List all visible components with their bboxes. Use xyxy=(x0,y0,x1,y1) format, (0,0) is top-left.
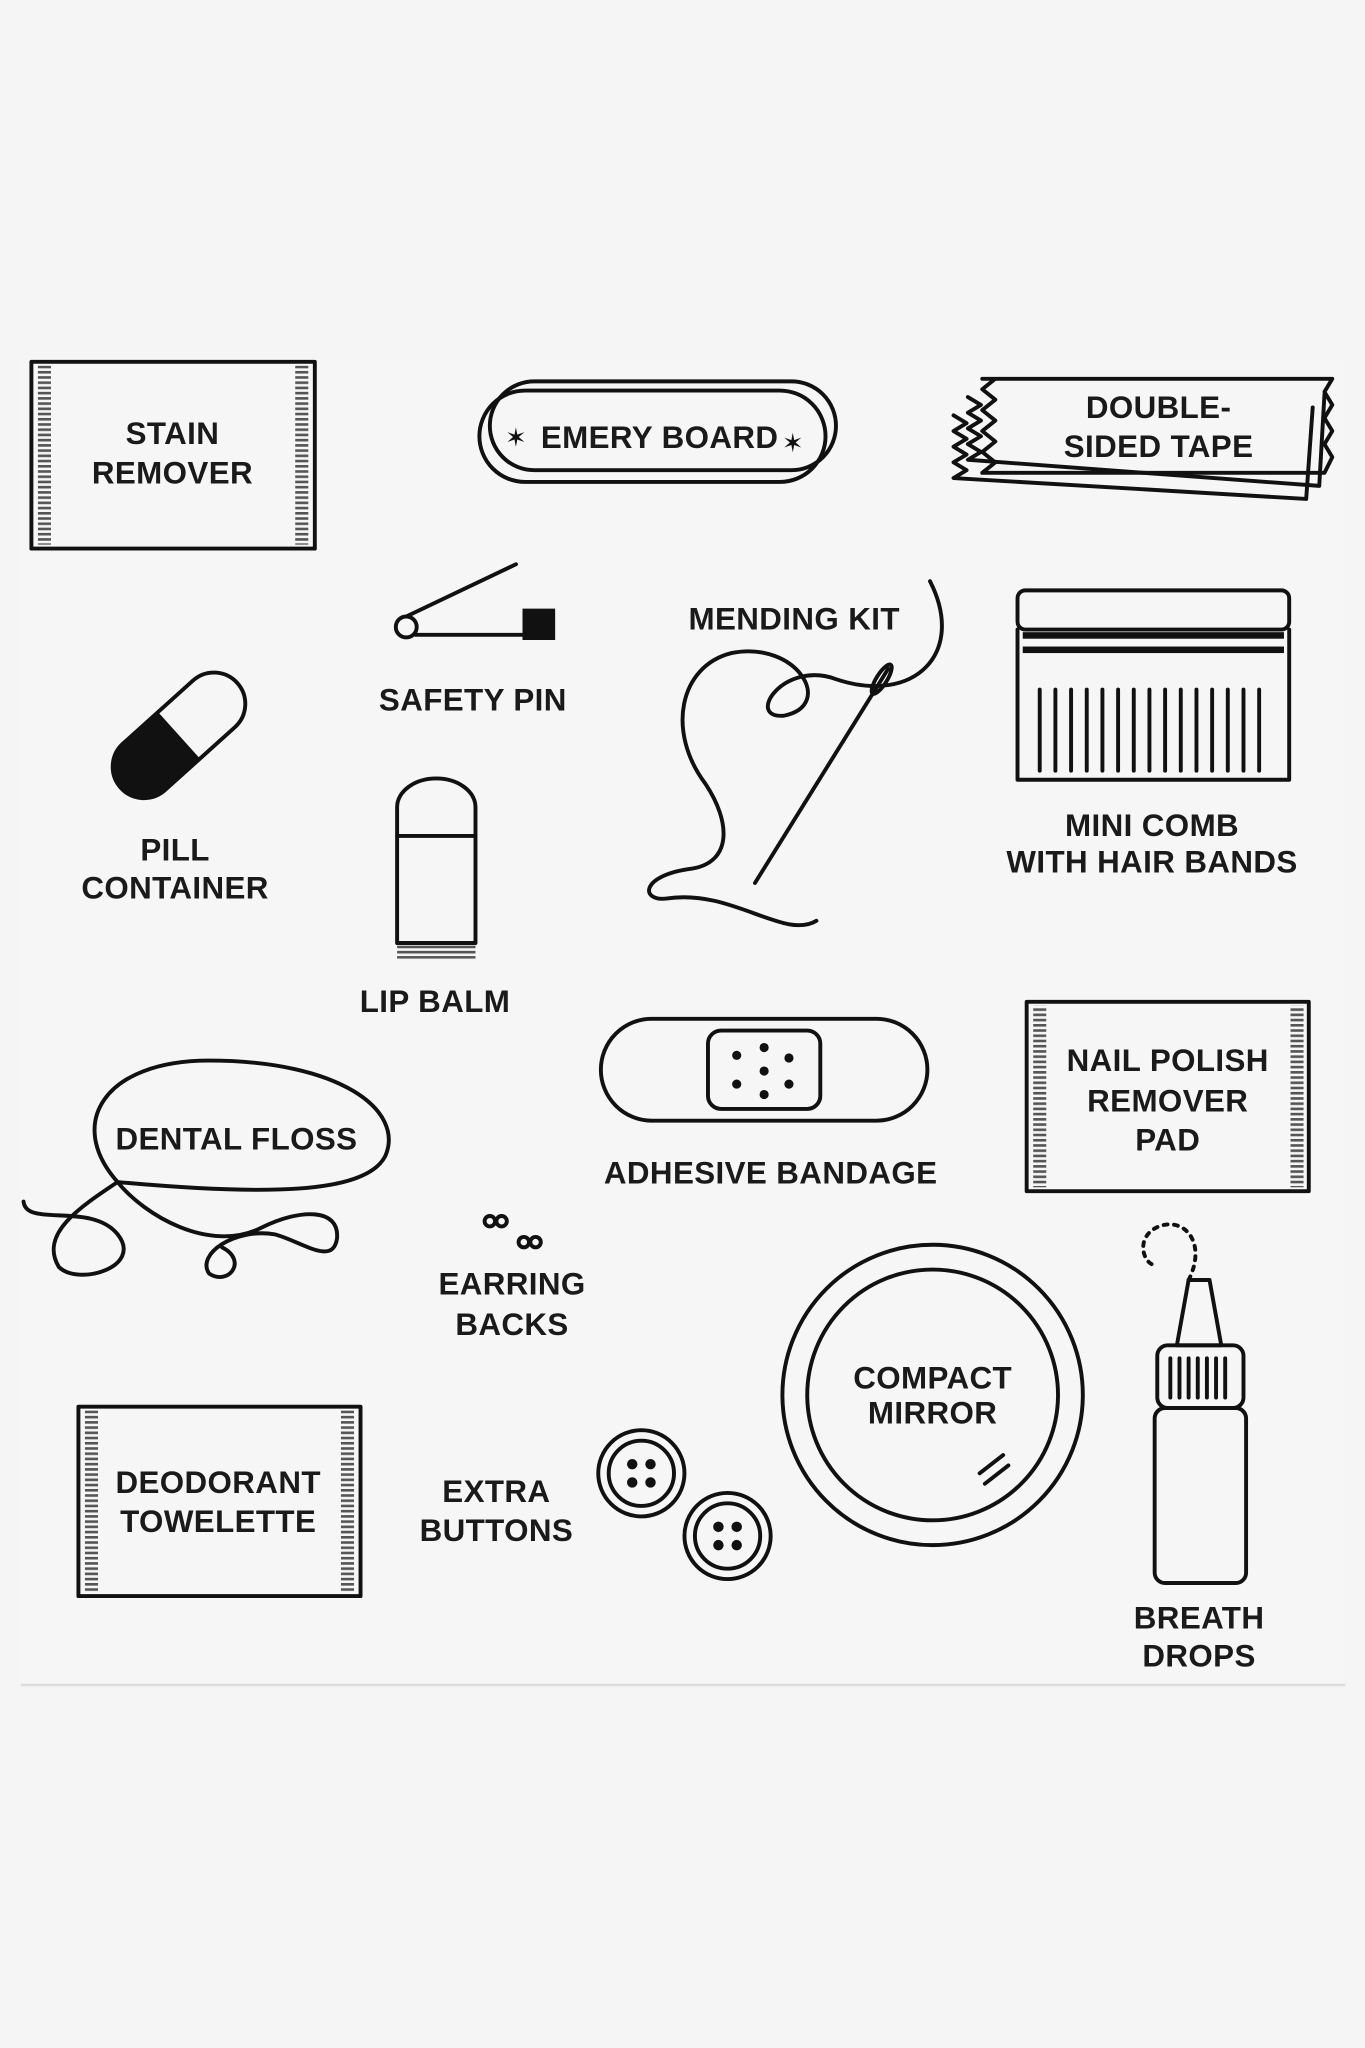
pill-label-1: PILL xyxy=(140,833,209,868)
compact-mirror-label-1: COMPACT xyxy=(853,1360,1012,1395)
mini-comb-icon: MINI COMB WITH HAIR BANDS xyxy=(1006,588,1297,879)
dental-floss-icon: DENTAL FLOSS xyxy=(21,1058,391,1279)
tape-label-1: DOUBLE- xyxy=(1086,390,1231,425)
nail-pad-label-2: REMOVER xyxy=(1087,1084,1248,1119)
deodorant-label-2: TOWELETTE xyxy=(120,1504,316,1539)
tape-label-2: SIDED TAPE xyxy=(1064,429,1254,464)
earring-backs-icon: EARRING BACKS xyxy=(438,1214,585,1342)
stain-remover-label-2: REMOVER xyxy=(92,455,253,490)
mini-comb-label-2: WITH HAIR BANDS xyxy=(1006,844,1297,879)
nail-pad-label-3: PAD xyxy=(1135,1123,1200,1158)
safety-pin-icon: SAFETY PIN xyxy=(379,562,567,718)
lip-balm-label: LIP BALM xyxy=(360,984,511,1019)
mini-comb-label-1: MINI COMB xyxy=(1065,808,1239,843)
mending-kit-label: MENDING KIT xyxy=(688,602,899,637)
earring-backs-label-1: EARRING xyxy=(438,1266,585,1301)
compact-mirror-label-2: MIRROR xyxy=(868,1396,997,1431)
earring-backs-label-2: BACKS xyxy=(455,1307,568,1342)
extra-buttons-label-2: BUTTONS xyxy=(420,1513,574,1548)
emery-board: EMERY BOARD ✶ ✶ xyxy=(477,379,838,484)
compact-mirror-icon: COMPACT MIRROR xyxy=(780,1242,1085,1548)
needle-and-thread-icon: MENDING KIT xyxy=(647,579,944,928)
breath-drops-label-1: BREATH xyxy=(1134,1601,1265,1636)
breath-drops-icon: BREATH DROPS xyxy=(1134,1222,1265,1674)
deodorant-label-1: DEODORANT xyxy=(115,1465,320,1500)
emery-board-label: EMERY BOARD xyxy=(541,420,779,455)
sparkle-icon: ✶ xyxy=(505,424,527,453)
pill-icon: PILL CONTAINER xyxy=(81,670,268,906)
double-sided-tape: DOUBLE- SIDED TAPE xyxy=(951,376,1335,501)
breath-drops-label-2: DROPS xyxy=(1142,1639,1255,1674)
extra-buttons-label-1: EXTRA xyxy=(442,1474,550,1509)
pill-label-2: CONTAINER xyxy=(81,871,268,906)
nail-polish-remover-pad: NAIL POLISH REMOVER PAD xyxy=(1024,999,1311,1194)
stain-remover-label-1: STAIN xyxy=(126,416,220,451)
bandage-label: ADHESIVE BANDAGE xyxy=(604,1155,938,1190)
safety-pin-label: SAFETY PIN xyxy=(379,683,567,718)
lip-balm-icon: LIP BALM xyxy=(360,776,511,1019)
buttons-icon: EXTRA BUTTONS xyxy=(420,1428,773,1582)
stain-remover-packet: STAIN REMOVER xyxy=(29,359,317,551)
bandage-icon: ADHESIVE BANDAGE xyxy=(598,1016,938,1190)
dental-floss-label: DENTAL FLOSS xyxy=(115,1121,357,1156)
sparkle-icon: ✶ xyxy=(782,429,804,458)
deodorant-towelette-packet: DEODORANT TOWELETTE xyxy=(76,1404,363,1599)
nail-pad-label-1: NAIL POLISH xyxy=(1067,1043,1269,1078)
